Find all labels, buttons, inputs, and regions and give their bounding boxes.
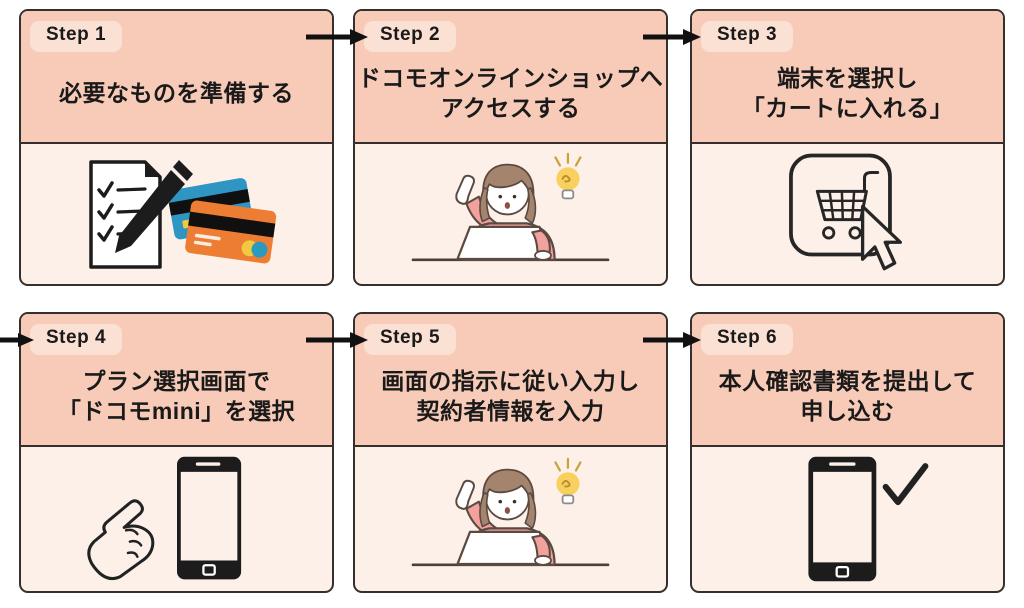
smartphone-icon xyxy=(807,456,876,582)
hand-pointing-smartphone-icon xyxy=(86,456,241,581)
step-4-header: Step 4 プラン選択画面で 「ドコモmini」を選択 xyxy=(21,314,332,447)
step-6-title-line2: 申し込む xyxy=(800,398,895,424)
step-5-title-line1: 画面の指示に従い入力し xyxy=(381,367,640,394)
step-4-illustration xyxy=(21,447,332,591)
checklist-and-credit-cards-icon xyxy=(89,159,277,269)
step-4-title: プラン選択画面で 「ドコモmini」を選択 xyxy=(21,355,332,445)
step-4-title-line1: プラン選択画面で xyxy=(82,367,271,394)
step-5-header: Step 5 画面の指示に従い入力し 契約者情報を入力 xyxy=(355,314,666,447)
step-4-card: Step 4 プラン選択画面で 「ドコモmini」を選択 xyxy=(19,312,334,593)
step-6-card: Step 6 本人確認書類を提出して 申し込む xyxy=(690,312,1005,593)
pointing-hand-icon xyxy=(86,499,154,581)
step-5-illustration xyxy=(355,447,666,591)
step-2-header: Step 2 ドコモオンラインショップへ アクセスする xyxy=(355,11,666,144)
arrow-step2-to-step3 xyxy=(643,29,701,45)
step-6-badge: Step 6 xyxy=(701,324,794,355)
arrow-step4-to-step5 xyxy=(306,332,368,348)
smartphone-with-checkmark-icon xyxy=(807,456,928,582)
add-to-cart-icon xyxy=(788,153,902,271)
step-1-badge: Step 1 xyxy=(30,21,123,52)
woman-at-laptop-illustration xyxy=(411,152,610,262)
step-3-illustration xyxy=(692,144,1003,284)
cart-icon xyxy=(815,171,879,240)
step-3-badge: Step 3 xyxy=(701,21,794,52)
laptop-icon xyxy=(456,225,552,261)
orange-credit-card-icon xyxy=(185,200,277,263)
arrow-step5-to-step6 xyxy=(643,332,701,348)
step-5-title: 画面の指示に従い入力し 契約者情報を入力 xyxy=(355,355,666,445)
step-3-title-line2: 「カートに入れる」 xyxy=(741,95,954,121)
step-3-title-line1: 端末を選択し xyxy=(777,64,918,91)
step-2-card: Step 2 ドコモオンラインショップへ アクセスする xyxy=(353,9,668,286)
pen-icon xyxy=(115,159,193,253)
step-2-title-line1: ドコモオンラインショップへ xyxy=(357,64,664,91)
step-4-title-line2: 「ドコモmini」を選択 xyxy=(57,398,296,424)
step-1-card: Step 1 必要なものを準備する xyxy=(19,9,334,286)
laptop-icon xyxy=(456,530,552,566)
step-5-title-line2: 契約者情報を入力 xyxy=(416,398,605,424)
step-6-title-line1: 本人確認書類を提出して xyxy=(718,367,977,394)
step-3-card: Step 3 端末を選択し 「カートに入れる」 xyxy=(690,9,1005,286)
step-2-title: ドコモオンラインショップへ アクセスする xyxy=(355,52,666,142)
step-6-header: Step 6 本人確認書類を提出して 申し込む xyxy=(692,314,1003,447)
lightbulb-icon xyxy=(554,457,582,505)
step-2-badge: Step 2 xyxy=(364,21,457,52)
arrow-edge-to-step4 xyxy=(0,333,34,347)
woman-at-laptop-illustration xyxy=(411,457,610,567)
step-5-badge: Step 5 xyxy=(364,324,457,355)
step-1-header: Step 1 必要なものを準備する xyxy=(21,11,332,144)
step-2-illustration xyxy=(355,144,666,284)
cursor-icon xyxy=(860,204,902,271)
step-1-illustration xyxy=(21,144,332,284)
step-6-title: 本人確認書類を提出して 申し込む xyxy=(692,355,1003,445)
step-1-title: 必要なものを準備する xyxy=(21,52,332,142)
checkmark-icon xyxy=(882,463,928,506)
arrow-step1-to-step2 xyxy=(306,29,368,45)
step-5-card: Step 5 画面の指示に従い入力し 契約者情報を入力 xyxy=(353,312,668,593)
step-2-title-line2: アクセスする xyxy=(440,95,581,121)
step-3-title: 端末を選択し 「カートに入れる」 xyxy=(692,52,1003,142)
step-1-title-line1: 必要なものを準備する xyxy=(59,79,294,106)
lightbulb-icon xyxy=(554,152,582,200)
step-6-illustration xyxy=(692,447,1003,591)
smartphone-icon xyxy=(176,456,241,580)
step-3-header: Step 3 端末を選択し 「カートに入れる」 xyxy=(692,11,1003,144)
step-4-badge: Step 4 xyxy=(30,324,123,355)
